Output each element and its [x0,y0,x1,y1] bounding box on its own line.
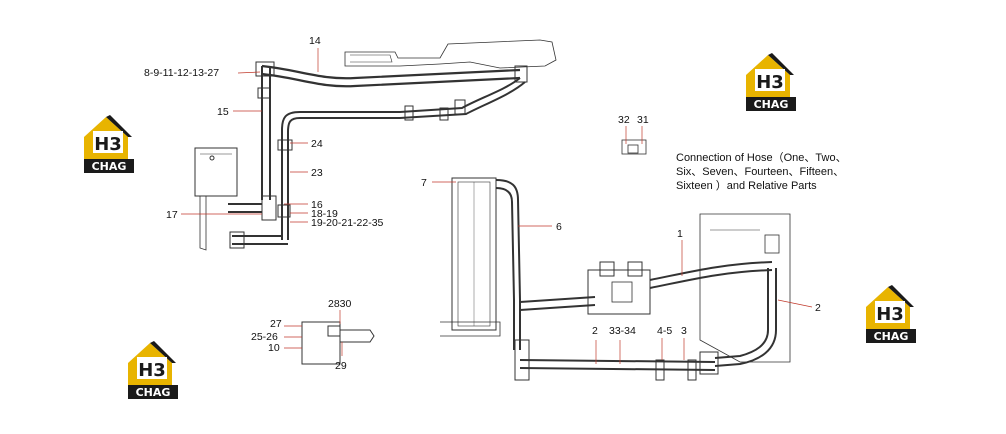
callout-32: 32 [618,114,630,126]
description-line: Connection of Hose（One、Two、 [676,152,847,164]
brand-logo-left: CHAG [84,115,134,173]
brand-logo-top-right: CHAG [746,53,796,111]
callout-33-34: 33-34 [609,325,636,337]
logo-text: CHAG [136,386,171,399]
callout-16: 16 [311,199,323,211]
brand-logo-right: CHAG [866,285,916,343]
callout-1: 1 [677,228,683,240]
lower-right-assembly [440,139,791,381]
callout-2-bottom: 2 [592,325,598,337]
callout-27: 27 [270,318,282,330]
callout-2830: 2830 [328,298,352,310]
leader-lines [181,48,813,364]
detail-fitting [301,321,375,365]
callout-2-right: 2 [815,302,821,314]
brand-logo-bottom-left: CHAG [128,341,178,399]
logo-text: CHAG [754,98,789,111]
callout-10: 10 [268,342,280,354]
callout-4-5: 4-5 [657,325,672,337]
callout-3: 3 [681,325,687,337]
logo-text: CHAG [92,160,127,173]
description-line: Six、Seven、Fourteen、Fifteen、 [676,166,845,178]
callout-31: 31 [637,114,649,126]
callout-19-20-21-22-35: 19-20-21-22-35 [311,217,384,229]
callout-18-19: 18-19 [311,208,338,220]
callout-17: 17 [166,209,178,221]
callout-8-9-11-12-13-27: 8-9-11-12-13-27 [144,67,219,79]
upper-left-assembly [194,39,557,251]
callout-29: 29 [335,360,347,372]
diagram-description: Connection of Hose（One、Two、 Six、Seven、Fo… [676,151,876,193]
callout-24: 24 [311,138,323,150]
description-line: Sixteen ）and Relative Parts [676,180,817,192]
callout-23: 23 [311,167,323,179]
callout-25-26: 25-26 [251,331,278,343]
logo-text: CHAG [874,330,909,343]
callout-7: 7 [421,177,427,189]
callout-14: 14 [309,35,321,47]
callout-15: 15 [217,106,229,118]
callout-6: 6 [556,221,562,233]
